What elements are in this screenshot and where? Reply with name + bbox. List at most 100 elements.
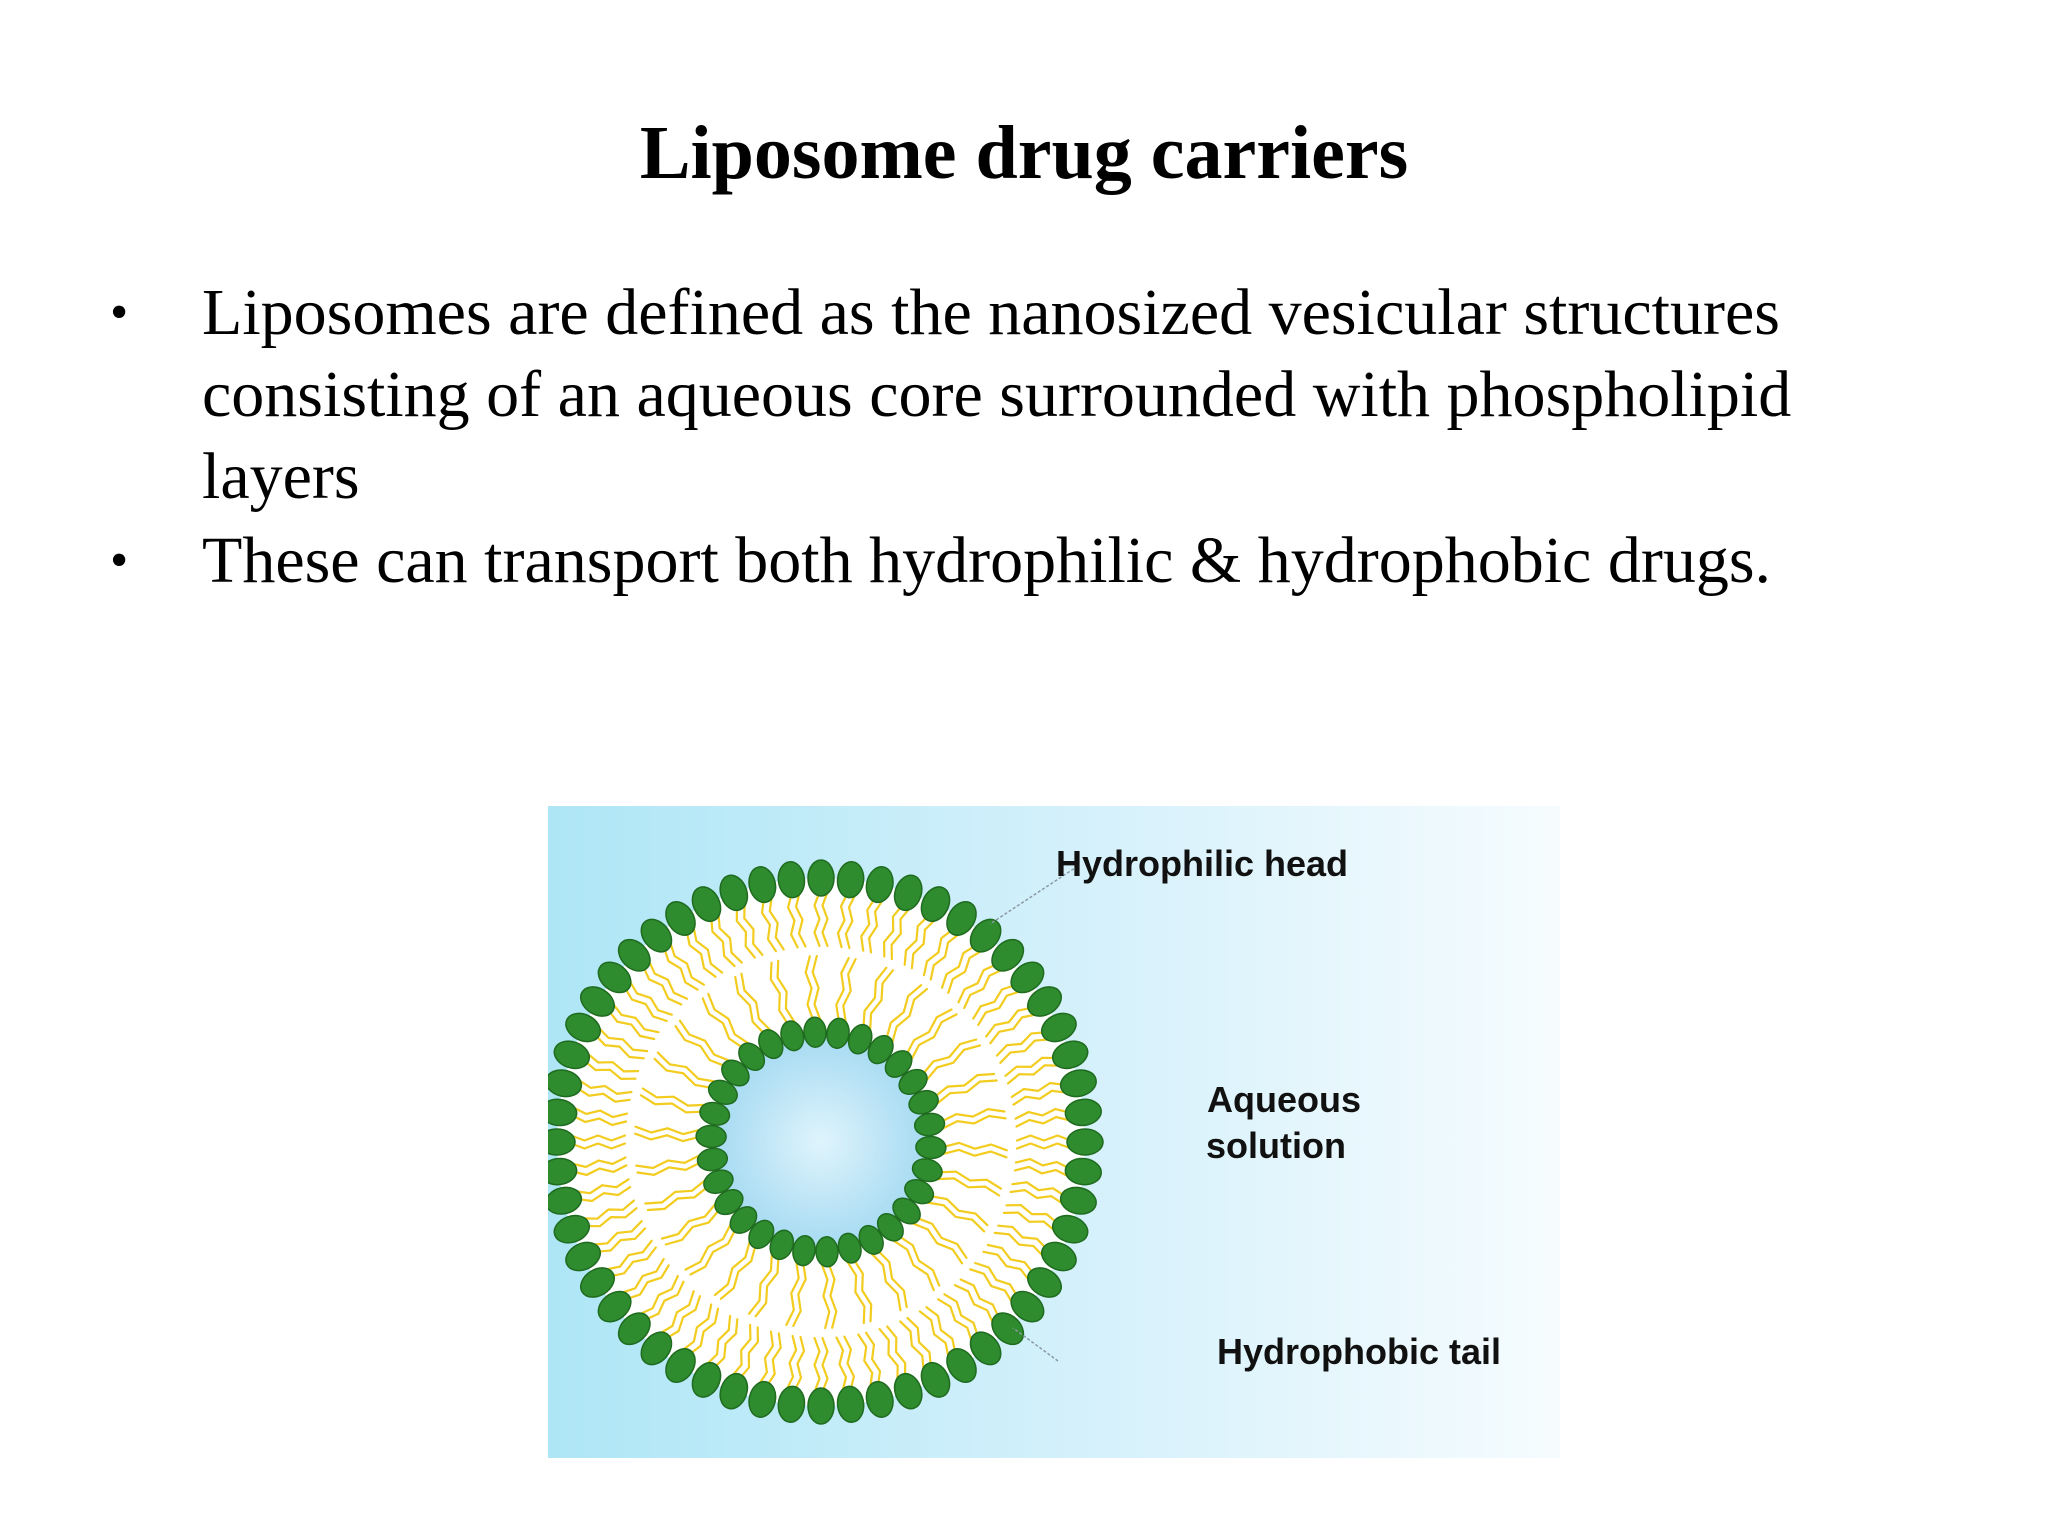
tail-strand [882, 904, 904, 958]
tail-strand [705, 1314, 732, 1366]
tail-strand [620, 1258, 665, 1294]
tail-strand [947, 949, 984, 994]
tail-strand [921, 1038, 978, 1076]
tail-strand [982, 1250, 1031, 1282]
head-bead [898, 1068, 928, 1095]
tail-strand [1007, 1064, 1061, 1085]
tail-strand [922, 928, 954, 977]
tail-strand [769, 961, 790, 1026]
tail-strand [607, 1009, 656, 1041]
tail-strand [937, 1298, 973, 1343]
head-bead [836, 1385, 865, 1423]
tail-strand [915, 1216, 968, 1259]
tail-strand [969, 1268, 1014, 1305]
tail-strand [669, 941, 705, 986]
tail-strand [820, 1263, 831, 1330]
tail-strand [768, 895, 785, 951]
tail-strand [760, 897, 777, 953]
tail-strand [1015, 1115, 1072, 1128]
tail-strand [735, 905, 756, 959]
tail-strand [674, 1025, 727, 1068]
head-bead [780, 1020, 805, 1052]
tail-strand [918, 1310, 950, 1359]
tail-strand [581, 1199, 635, 1220]
head-bead [876, 1212, 904, 1242]
tail-strand [638, 1274, 679, 1316]
tail-strand [936, 1177, 1001, 1197]
tail-strand [678, 1019, 731, 1062]
head-bead [908, 1089, 939, 1115]
head-bead [1027, 1267, 1062, 1298]
tail-strand [821, 890, 829, 948]
head-bead [617, 1312, 651, 1346]
tail-strand [1012, 1089, 1068, 1106]
tail-strand [642, 965, 683, 1006]
head-bead [748, 1219, 775, 1250]
tail-strand [647, 959, 689, 1000]
tail-strand [1005, 1203, 1059, 1225]
tail-strand [765, 1332, 782, 1388]
head-bead [748, 866, 777, 904]
tail-strand [644, 1280, 685, 1321]
tail-strand [953, 1284, 995, 1325]
head-bead [777, 861, 806, 899]
tail-strand [688, 1307, 720, 1356]
tail-strand [929, 932, 961, 981]
tail-strand [870, 1252, 902, 1312]
head-bead [946, 901, 977, 936]
tail-strand [876, 1249, 908, 1309]
head-bead [1051, 1214, 1089, 1244]
tail-strand [576, 1186, 632, 1203]
head-bead [865, 1380, 894, 1418]
head-bead [548, 1128, 576, 1156]
head-bead [580, 1267, 615, 1298]
tail-strand [836, 892, 849, 949]
head-bead [1010, 961, 1045, 994]
tail-strand [794, 891, 807, 948]
tail-strand [867, 898, 885, 954]
tail-strand [985, 1006, 1033, 1038]
head-bead [553, 1214, 591, 1244]
head-bead [893, 1372, 923, 1410]
tail-strand [692, 925, 724, 974]
tail-strand [634, 1132, 701, 1143]
tail-strand [623, 986, 668, 1023]
head-leader-line [989, 865, 1079, 925]
tail-strand [572, 1106, 629, 1119]
tail-strand [846, 1260, 866, 1325]
tail-strand [804, 955, 815, 1022]
head-bead [1040, 1012, 1077, 1043]
head-bead [597, 1290, 632, 1323]
tail-strand [628, 979, 673, 1016]
liposome-diagram: Hydrophilic head Aqueous solution Hydrop… [548, 806, 1560, 1458]
tail-strand [740, 972, 772, 1032]
tail-strand [786, 892, 799, 949]
tail-strand [999, 1038, 1051, 1064]
tail-strand [869, 969, 894, 1032]
head-bead [1010, 1290, 1045, 1323]
head-bead [991, 938, 1025, 972]
tail-strand [1009, 1188, 1065, 1206]
tail-strand [571, 1164, 628, 1177]
tail-strand [935, 1079, 998, 1105]
tail-strand [878, 1328, 899, 1382]
tail-strand [625, 1264, 670, 1301]
tail-strand [569, 1142, 627, 1150]
tail-strand [865, 1331, 882, 1387]
head-bead [807, 1387, 835, 1425]
bullet-item: • These can transport both hydrophilic &… [110, 520, 1910, 602]
tail-strand [852, 1258, 873, 1323]
tail-strand [974, 1261, 1019, 1298]
aqueous-core [717, 1038, 925, 1246]
tail-strand [713, 1240, 751, 1297]
tail-strand [986, 1243, 1035, 1275]
tail-strand [785, 1260, 800, 1326]
head-bead [617, 938, 651, 972]
tail-strand [734, 975, 766, 1035]
tail-strand [903, 915, 930, 966]
tail-strand [940, 944, 977, 989]
tail-strand [591, 1220, 643, 1246]
head-bead [548, 1186, 583, 1215]
tail-strand [658, 1290, 695, 1335]
tail-strand [707, 992, 750, 1045]
